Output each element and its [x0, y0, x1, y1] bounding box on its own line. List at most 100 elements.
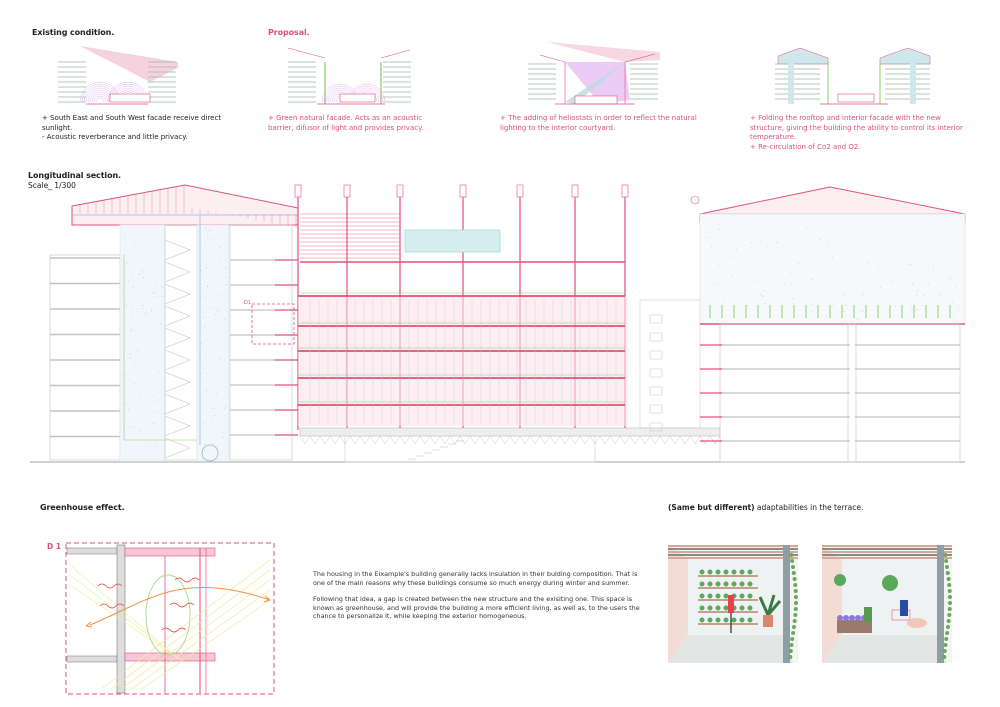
dog — [907, 618, 927, 628]
hanging-plant — [882, 575, 898, 591]
paragraph: Following that idea, a gap is created be… — [313, 595, 643, 621]
terrace-title-rest: adaptabilities in the terrace. — [755, 503, 864, 512]
hanging-vine-leaf — [945, 631, 949, 635]
paragraph: The housing in the Eixample's building g… — [313, 570, 643, 587]
potted-plant — [708, 606, 713, 611]
potted-plant — [748, 606, 753, 611]
pergola-slat — [668, 551, 798, 553]
hanging-vine-leaf — [791, 565, 795, 569]
potted-plant — [724, 594, 729, 599]
pergola-slat — [822, 548, 952, 550]
pergola-slat — [822, 557, 952, 559]
potted-plant — [724, 606, 729, 611]
potted-plant — [740, 594, 745, 599]
hanging-vine-leaf — [789, 553, 793, 557]
greenhouse-description: The housing in the Eixample's building g… — [313, 570, 643, 629]
sun-ray — [100, 560, 270, 690]
hanging-vine-leaf — [793, 613, 797, 617]
potted-plant — [708, 618, 713, 623]
hanging-vine-leaf — [794, 607, 798, 611]
hanging-vine-leaf — [789, 643, 793, 647]
floor — [822, 635, 947, 663]
hanging-vine-leaf — [788, 655, 792, 659]
potted-plant — [740, 570, 745, 575]
potted-plant — [732, 618, 737, 623]
potted-plant — [708, 570, 713, 575]
sun-ray — [120, 580, 270, 690]
hanging-vine-leaf — [945, 565, 949, 569]
flowers — [855, 615, 861, 621]
pergola-slat — [822, 551, 952, 553]
pergola-slat — [822, 545, 952, 547]
potted-plant — [716, 606, 721, 611]
flowers — [837, 615, 843, 621]
new-slab — [125, 548, 215, 556]
potted-plant — [700, 618, 705, 623]
potted-plant — [732, 582, 737, 587]
hanging-vine-leaf — [944, 559, 948, 563]
terrace-title: (Same but different) adaptabilities in t… — [668, 503, 863, 512]
shelf — [698, 587, 758, 589]
hanging-vine-leaf — [792, 625, 796, 629]
potted-plant — [708, 582, 713, 587]
person-kneeling — [864, 607, 872, 622]
hanging-vine-leaf — [948, 601, 952, 605]
hanging-vine-leaf — [793, 577, 797, 581]
hanging-vine-leaf — [792, 571, 796, 575]
existing-wall — [117, 545, 125, 693]
heat-wave — [162, 628, 186, 632]
flowers — [849, 615, 855, 621]
potted-plant — [748, 594, 753, 599]
person-seated — [900, 600, 908, 616]
hanging-vine-leaf — [948, 595, 952, 599]
steel-column — [783, 545, 790, 663]
potted-plant — [748, 570, 753, 575]
potted-plant — [700, 582, 705, 587]
hanging-vine-leaf — [791, 631, 795, 635]
potted-plant — [740, 618, 745, 623]
hanging-vine-leaf — [793, 583, 797, 587]
floor — [668, 635, 793, 663]
hanging-vine-leaf — [946, 571, 950, 575]
hanging-vine-leaf — [789, 649, 793, 653]
pergola-slat — [668, 548, 798, 550]
heat-wave — [170, 603, 194, 607]
terrace-render-plants — [668, 545, 803, 665]
floor-slab — [67, 548, 117, 554]
hanging-vine-leaf — [943, 643, 947, 647]
hanging-vine-leaf — [793, 619, 797, 623]
hanging-vine-leaf — [943, 553, 947, 557]
potted-plant — [732, 570, 737, 575]
terrace-render-seating — [822, 545, 957, 665]
potted-plant — [708, 594, 713, 599]
steel-column — [937, 545, 944, 663]
potted-plant — [716, 582, 721, 587]
hanging-vine-leaf — [948, 607, 952, 611]
air-circulation — [146, 575, 190, 655]
hanging-vine-leaf — [942, 655, 946, 659]
potted-plant — [716, 570, 721, 575]
potted-plant — [724, 570, 729, 575]
shelf — [698, 575, 758, 577]
pergola-slat — [668, 554, 798, 556]
hanging-vine-leaf — [794, 601, 798, 605]
floor-slab — [67, 656, 117, 662]
pergola-slat — [822, 554, 952, 556]
potted-plant — [724, 582, 729, 587]
shelf — [698, 623, 758, 625]
hanging-plant — [834, 574, 846, 586]
new-slab — [125, 653, 215, 661]
potted-plant — [740, 606, 745, 611]
hanging-vine-leaf — [947, 619, 951, 623]
sun-ray — [140, 600, 270, 690]
hanging-vine-leaf — [790, 637, 794, 641]
hanging-vine-leaf — [794, 589, 798, 593]
potted-plant — [700, 570, 705, 575]
potted-plant — [748, 582, 753, 587]
potted-plant — [748, 618, 753, 623]
potted-plant — [740, 582, 745, 587]
potted-plant — [716, 594, 721, 599]
terrace-title-bold: (Same but different) — [668, 503, 755, 512]
potted-plant — [700, 606, 705, 611]
hanging-vine-leaf — [946, 625, 950, 629]
